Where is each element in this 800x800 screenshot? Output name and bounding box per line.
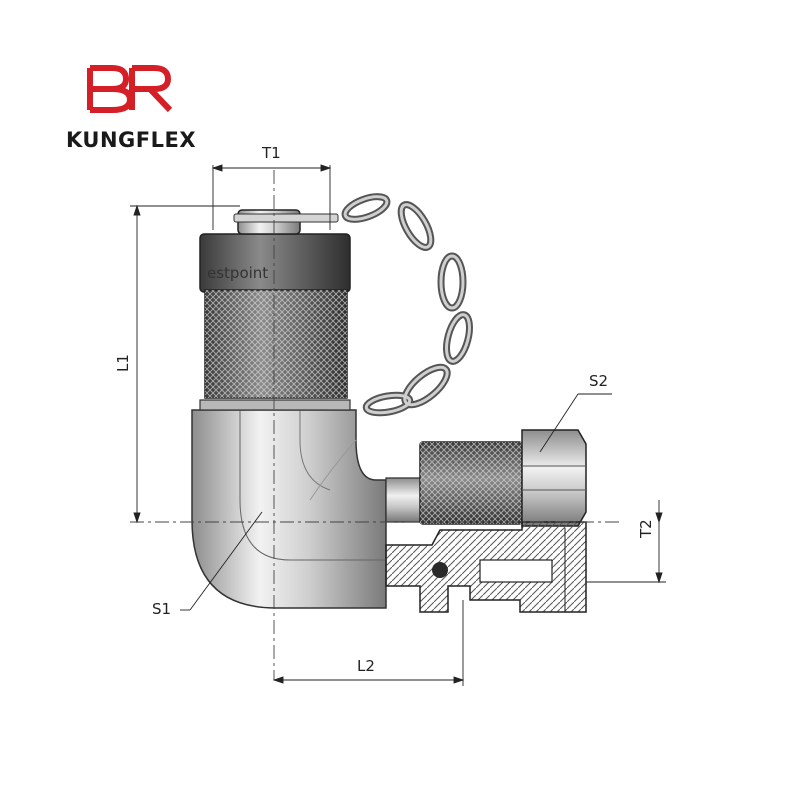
br-monogram	[87, 65, 173, 113]
cross-section	[385, 521, 587, 613]
testpoint-cap: estpoint	[199, 209, 351, 399]
hex-nut	[521, 429, 587, 527]
dim-label-l1: L1	[114, 354, 132, 372]
elbow-body	[191, 409, 387, 609]
dim-label-s2: S2	[589, 372, 608, 390]
dim-label-l2: L2	[357, 657, 375, 675]
side-stub	[385, 477, 423, 523]
brand-logo	[87, 65, 173, 113]
cap-marking: estpoint	[207, 264, 268, 282]
company-name: KUNGFLEX	[66, 128, 197, 152]
seat-ring	[199, 399, 351, 411]
swivel-nut-knurled	[419, 441, 523, 525]
dimension-lines	[130, 164, 666, 686]
dim-label-s1: S1	[152, 600, 171, 618]
dim-label-t2: T2	[637, 519, 655, 539]
centerlines	[130, 170, 620, 680]
retaining-chain	[341, 193, 473, 417]
retaining-chain-highlight	[343, 195, 471, 415]
dim-label-t1: T1	[261, 144, 281, 162]
